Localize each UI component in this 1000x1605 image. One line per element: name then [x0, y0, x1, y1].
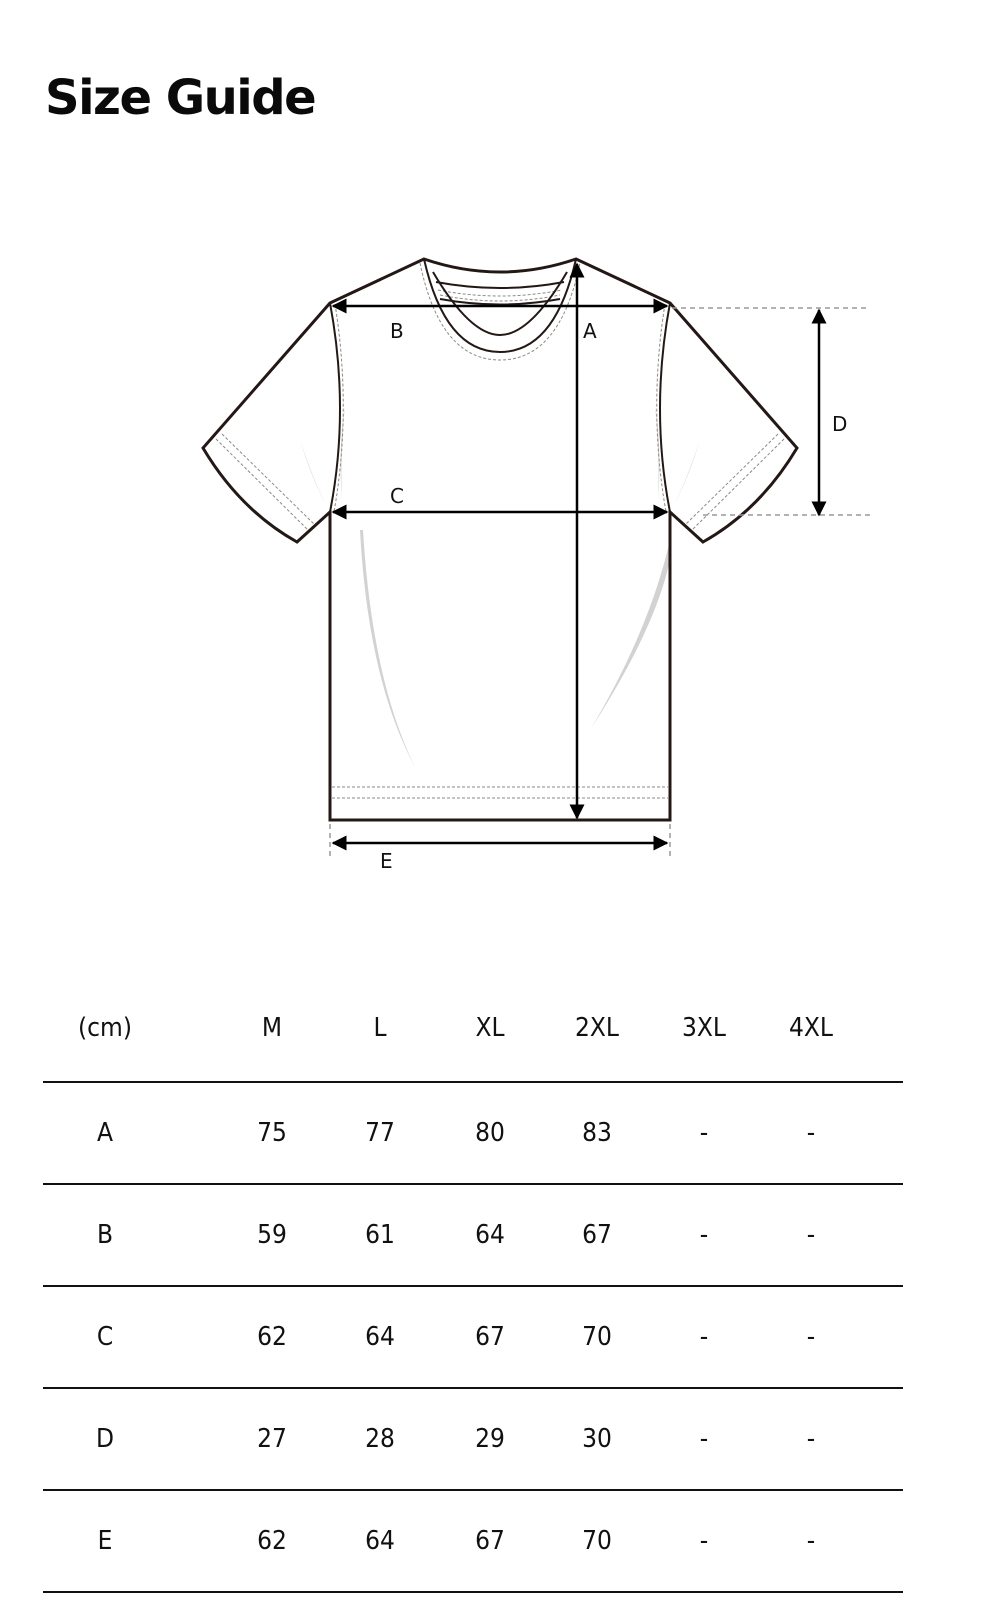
table-row: B 59 61 64 67 - - [43, 1185, 903, 1287]
row-label: E [97, 1526, 113, 1556]
table-cell: 62 [257, 1526, 287, 1556]
table-row: D 27 28 29 30 - - [43, 1389, 903, 1491]
table-row: C 62 64 67 70 - - [43, 1287, 903, 1389]
table-cell: - [699, 1118, 709, 1148]
table-cell: - [806, 1526, 816, 1556]
table-cell: 29 [475, 1424, 505, 1454]
size-table: (cm) M L XL 2XL 3XL 4XL A 75 77 80 83 - … [43, 990, 903, 1593]
column-header-xl: XL [475, 1013, 505, 1043]
table-cell: - [806, 1322, 816, 1352]
table-cell: 28 [365, 1424, 395, 1454]
table-cell: 64 [365, 1322, 395, 1352]
label-d: D [832, 412, 847, 436]
table-cell: - [699, 1424, 709, 1454]
column-header-m: M [261, 1013, 283, 1043]
table-cell: 64 [475, 1220, 505, 1250]
table-cell: 27 [257, 1424, 287, 1454]
fabric-folds [300, 405, 700, 767]
table-cell: 80 [475, 1118, 505, 1148]
row-label: A [97, 1118, 113, 1148]
row-label: D [95, 1424, 114, 1454]
tshirt-outline [201, 257, 799, 822]
table-row: E 62 64 67 70 - - [43, 1491, 903, 1593]
table-cell: 70 [582, 1526, 612, 1556]
table-cell: - [699, 1526, 709, 1556]
row-label: B [96, 1220, 114, 1250]
stitch-lines [215, 262, 785, 799]
column-header-4xl: 4XL [789, 1013, 833, 1043]
table-cell: 70 [582, 1322, 612, 1352]
table-cell: 75 [257, 1118, 287, 1148]
table-cell: - [699, 1220, 709, 1250]
table-cell: 61 [365, 1220, 395, 1250]
table-header-row: (cm) M L XL 2XL 3XL 4XL [43, 990, 903, 1083]
table-cell: 67 [475, 1526, 505, 1556]
measurement-arrows [331, 262, 827, 851]
unit-label: (cm) [78, 1013, 132, 1043]
table-cell: 64 [365, 1526, 395, 1556]
table-cell: 30 [582, 1424, 612, 1454]
column-header-2xl: 2XL [575, 1013, 619, 1043]
guide-lines [329, 307, 870, 860]
label-b: B [390, 319, 404, 343]
table-cell: 62 [257, 1322, 287, 1352]
tshirt-measurement-diagram: A B C D E [201, 257, 870, 873]
page-title: Size Guide [45, 70, 317, 126]
column-header-l: L [373, 1013, 387, 1043]
table-cell: 83 [582, 1118, 612, 1148]
label-a: A [583, 319, 597, 343]
table-cell: - [806, 1118, 816, 1148]
table-cell: - [699, 1322, 709, 1352]
table-cell: 67 [475, 1322, 505, 1352]
table-cell: 77 [365, 1118, 395, 1148]
table-cell: - [806, 1424, 816, 1454]
column-header-3xl: 3XL [682, 1013, 726, 1043]
table-cell: 67 [582, 1220, 612, 1250]
row-label: C [96, 1322, 114, 1352]
table-row: A 75 77 80 83 - - [43, 1083, 903, 1185]
label-e: E [380, 849, 393, 873]
table-cell: 59 [257, 1220, 287, 1250]
label-c: C [390, 484, 404, 508]
table-cell: - [806, 1220, 816, 1250]
